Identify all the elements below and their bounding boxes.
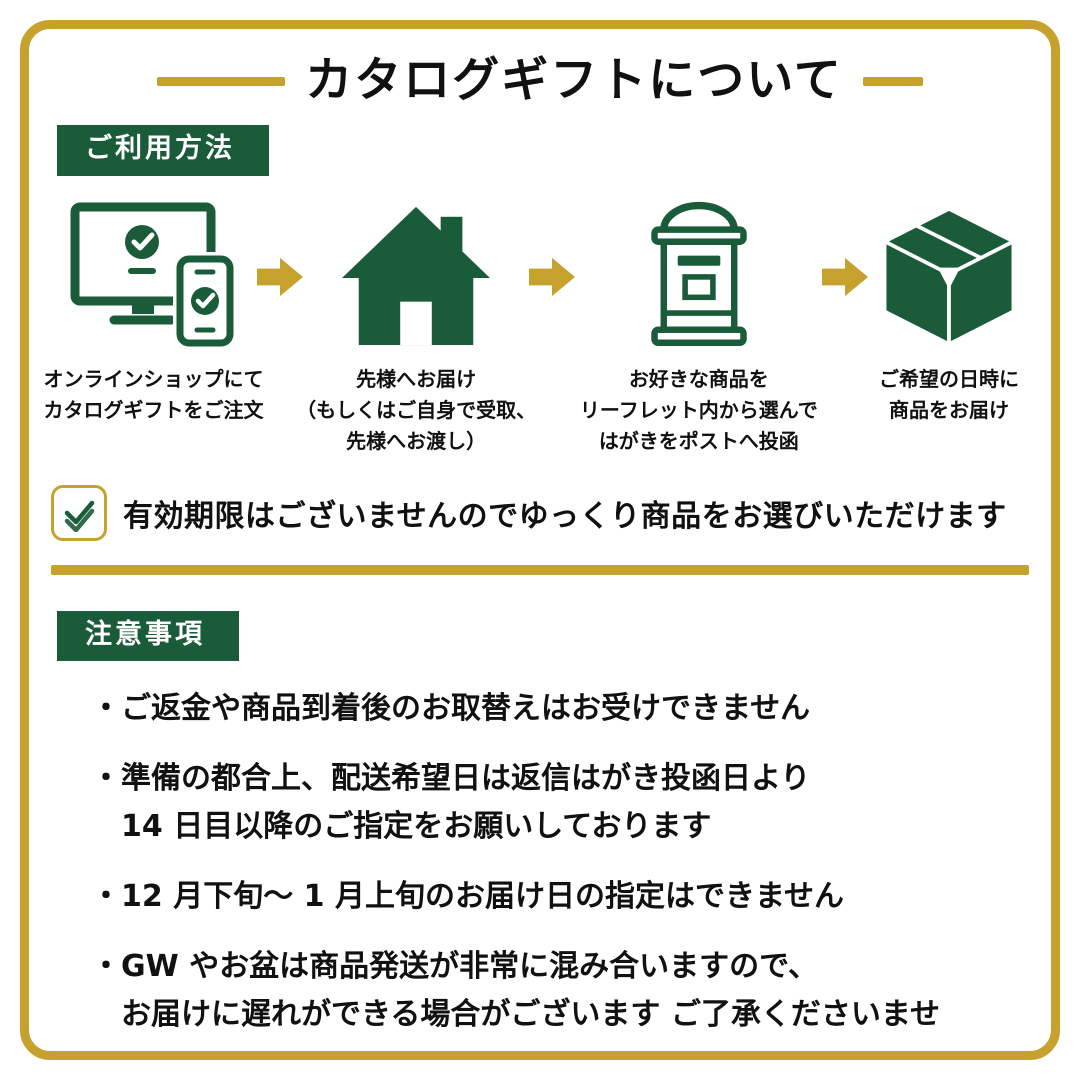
page-title: カタログギフトについて (305, 53, 843, 108)
monitor-smartphone-check-icon (70, 202, 237, 350)
delivery-box-icon (882, 206, 1016, 346)
postbox-mailing-icon (647, 200, 751, 352)
page-frame: カタログギフトについて ご利用方法 (20, 20, 1060, 1060)
validity-note-text: 有効期限はございませんのでゆっくり商品をお選びいただけます (123, 498, 1007, 534)
caution-item: ・GW やお盆は商品発送が非常に混み合いますので、 お届けに遅れができる場合がご… (91, 949, 940, 1033)
caution-item: ・12 月下旬〜 1 月上旬のお届け日の指定はできません (91, 879, 845, 915)
post-box-icon (651, 201, 747, 346)
arrow-right-icon (822, 257, 869, 296)
title-rule-right (862, 76, 923, 86)
package-delivery-icon (879, 200, 1019, 352)
step-caption: お好きな商品を リーフレット内から選んで はがきをポストへ投函 (579, 366, 818, 453)
house-icon (342, 206, 491, 345)
house-delivery-icon (342, 200, 491, 352)
double-check-glyph (64, 500, 95, 532)
cautions-badge: 注意事項 (57, 610, 239, 662)
arrow-right-icon (256, 257, 303, 296)
caution-item: ・ご返金や商品到着後のお取替えはお受けできません (91, 691, 811, 727)
cautions-list: ・ご返金や商品到着後のお取替えはお受けできません ・準備の都合上、配送希望日は返… (51, 685, 1029, 1039)
step-caption: ご希望の日時に 商品をお届け (878, 366, 1019, 422)
usage-step-3: お好きな商品を リーフレット内から選んで はがきをポストへ投函 (576, 200, 821, 457)
online-order-icon (70, 200, 238, 352)
usage-step-1: オンラインショップにて カタログギフトをご注文 (44, 200, 264, 426)
page-header: カタログギフトについて (51, 53, 1029, 109)
double-check-icon (51, 484, 107, 541)
usage-step-4: ご希望の日時に 商品をお届け (869, 200, 1029, 426)
caution-item: ・準備の都合上、配送希望日は返信はがき投函日より 14 日目以降のご指定をお願い… (91, 761, 811, 845)
usage-steps: オンラインショップにて カタログギフトをご注文 先様へお届け （もしくはご自身で… (44, 200, 1029, 457)
usage-method-badge: ご利用方法 (57, 125, 269, 176)
arrow-right-icon (529, 257, 576, 296)
section-divider (51, 564, 1029, 575)
usage-step-2: 先様へお届け （もしくはご自身で受取、 先様へお渡し） (296, 200, 536, 457)
step-caption: オンラインショップにて カタログギフトをご注文 (43, 366, 264, 422)
step-caption: 先様へお届け （もしくはご自身で受取、 先様へお渡し） (296, 366, 537, 453)
title-rule-left (157, 76, 286, 86)
validity-note: 有効期限はございませんのでゆっくり商品をお選びいただけます (51, 484, 1029, 541)
